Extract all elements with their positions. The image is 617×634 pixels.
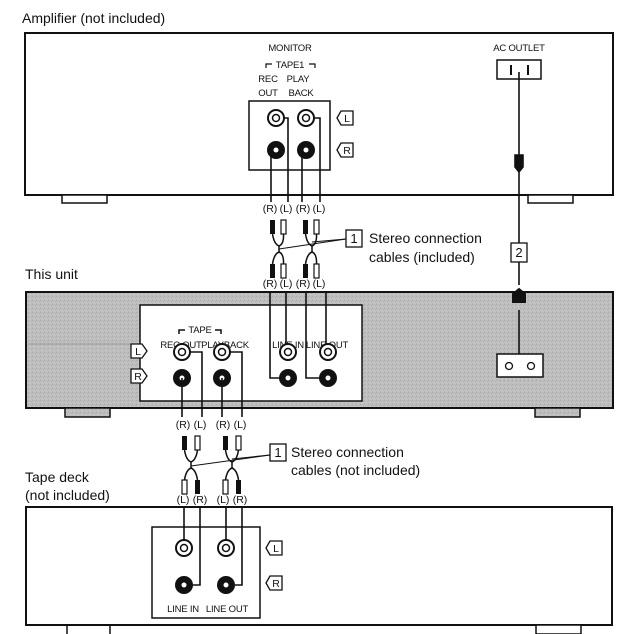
- cable2-bottom-label-1: (L): [177, 494, 190, 506]
- svg-text:R: R: [272, 578, 280, 590]
- cable1-plug-set-2: [303, 219, 320, 279]
- deck-foot-left: [66, 625, 111, 634]
- power-cable-callout: 2: [510, 242, 528, 263]
- amp-playback-l-jack[interactable]: [297, 109, 315, 127]
- tape-deck-title-line2: (not included): [25, 487, 110, 503]
- unit-line-out-r-jack[interactable]: [319, 369, 337, 387]
- this-unit-title: This unit: [25, 266, 78, 282]
- cable2-bottom-label-3: (L): [217, 494, 230, 506]
- cable1-bottom-label-1: (R): [263, 278, 278, 290]
- unit-line-in-l-jack[interactable]: [279, 343, 297, 361]
- cable1-top-label-4: (L): [313, 203, 326, 215]
- deck-line-in-r-jack[interactable]: [175, 576, 193, 594]
- deck-line-out-r-jack[interactable]: [217, 576, 235, 594]
- unit-line-in-r-jack[interactable]: [279, 369, 297, 387]
- cable2-desc-line1: Stereo connection: [291, 444, 404, 460]
- amp-play-label: PLAY: [287, 74, 311, 85]
- svg-text:L: L: [135, 346, 141, 358]
- svg-text:R: R: [134, 371, 142, 383]
- cable2-plug-set-2: [222, 435, 242, 495]
- deck-channel-r-tag: R: [265, 575, 283, 591]
- cable1-desc-line1: Stereo connection: [369, 230, 482, 246]
- cable2-top-label-2: (L): [194, 419, 207, 431]
- ac-outlet-label: AC OUTLET: [493, 43, 545, 54]
- unit-ac-inlet[interactable]: [496, 353, 544, 378]
- cable1-bottom-label-2: (L): [280, 278, 293, 290]
- amp-tape1-label: TAPE1: [276, 60, 304, 71]
- cable1-top-label-3: (R): [296, 203, 311, 215]
- power-cord: [514, 72, 524, 285]
- cable1-top-label-2: (L): [280, 203, 293, 215]
- unit-line-out-l-jack[interactable]: [319, 343, 337, 361]
- svg-text:1: 1: [350, 231, 357, 246]
- deck-line-out-l-jack[interactable]: [217, 539, 235, 557]
- cable1-plug-set-1: [270, 219, 287, 279]
- amplifier-title: Amplifier (not included): [22, 10, 165, 26]
- svg-text:L: L: [273, 543, 279, 555]
- svg-text:R: R: [343, 145, 351, 157]
- cable2-leader-lines: [190, 454, 271, 467]
- cable2-top-label-1: (R): [176, 419, 191, 431]
- unit-rec-out-l-jack[interactable]: [173, 343, 191, 361]
- tape-deck-title-line1: Tape deck: [25, 469, 90, 485]
- svg-text:L: L: [344, 113, 350, 125]
- amp-out-label: OUT: [258, 88, 278, 99]
- svg-text:1: 1: [274, 445, 281, 460]
- cable2-top-label-4: (L): [234, 419, 247, 431]
- amplifier-foot-left: [61, 194, 108, 204]
- monitor-label: MONITOR: [268, 43, 312, 54]
- cable1-leader-lines: [278, 238, 347, 250]
- cable2-callout: 1: [269, 443, 287, 462]
- unit-foot-right: [534, 407, 581, 418]
- amplifier-foot-right: [527, 194, 574, 204]
- cable1-desc-line2: cables (included): [369, 249, 475, 265]
- deck-channel-l-tag: L: [265, 540, 283, 556]
- cable2-bottom-label-2: (R): [193, 494, 208, 506]
- unit-channel-r-tag: R: [130, 368, 148, 384]
- svg-text:2: 2: [515, 245, 522, 260]
- amp-jack-panel: [248, 100, 331, 171]
- deck-line-in-label: LINE IN: [167, 604, 199, 615]
- deck-line-out-label: LINE OUT: [206, 604, 249, 615]
- cable1-top-label-1: (R): [263, 203, 278, 215]
- unit-tape-bracket: TAPE: [178, 325, 222, 336]
- unit-tape-label: TAPE: [188, 325, 211, 336]
- amp-rec-out-l-jack[interactable]: [267, 109, 285, 127]
- deck-line-in-l-jack[interactable]: [175, 539, 193, 557]
- amp-back-label: BACK: [288, 88, 314, 99]
- unit-channel-l-tag: L: [130, 343, 148, 359]
- cable2-desc-line2: cables (not included): [291, 462, 420, 478]
- unit-playback-l-jack[interactable]: [213, 343, 231, 361]
- deck-wires: [183, 506, 243, 586]
- unit-line-wires: [269, 292, 327, 379]
- amp-rec-label: REC: [258, 74, 278, 85]
- cable1-bottom-label-4: (L): [313, 278, 326, 290]
- amp-playback-r-jack[interactable]: [297, 141, 315, 159]
- amp-to-unit-wires: [270, 117, 321, 202]
- unit-to-deck-wires: [181, 351, 243, 417]
- unit-foot-left: [64, 407, 111, 418]
- cable1-callout: 1: [345, 229, 363, 248]
- amp-channel-l-tag: L: [336, 110, 354, 126]
- cable2-bottom-label-4: (R): [233, 494, 248, 506]
- cable1-bottom-label-3: (R): [296, 278, 311, 290]
- amp-rec-out-r-jack[interactable]: [267, 141, 285, 159]
- cable2-top-label-3: (R): [216, 419, 231, 431]
- amp-tape1-bracket: TAPE1: [265, 60, 316, 71]
- deck-foot-right: [535, 624, 582, 634]
- amp-channel-r-tag: R: [336, 142, 354, 158]
- ac-outlet-socket[interactable]: [496, 59, 542, 80]
- tape-deck-chassis: [25, 506, 613, 634]
- cable2-plug-set-1: [181, 435, 201, 495]
